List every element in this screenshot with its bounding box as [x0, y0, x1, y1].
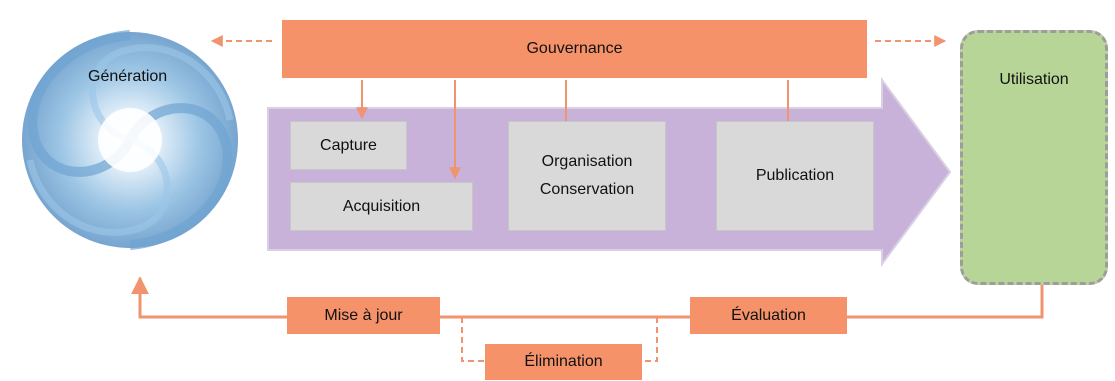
- generation-label: Génération: [88, 68, 168, 85]
- organisation-conservation-box: Organisation Conservation: [508, 121, 666, 231]
- feedback-loop-connector: [131, 276, 1044, 319]
- utilisation-box: Utilisation: [960, 30, 1108, 285]
- mise-a-jour-box: Mise à jour: [287, 297, 440, 334]
- organisation-label: Organisation: [541, 153, 633, 170]
- publication-box: Publication: [716, 121, 874, 231]
- generation-swirl-icon: [22, 30, 238, 250]
- capture-box: Capture: [290, 121, 407, 170]
- evaluation-box: Évaluation: [690, 297, 847, 334]
- governance-box: Gouvernance: [282, 20, 867, 78]
- acquisition-box: Acquisition: [290, 182, 473, 231]
- elimination-bracket-connector-right: [642, 317, 658, 362]
- elimination-bracket-connector: [461, 317, 485, 362]
- conservation-label: Conservation: [539, 181, 635, 198]
- elimination-box: Élimination: [485, 344, 642, 380]
